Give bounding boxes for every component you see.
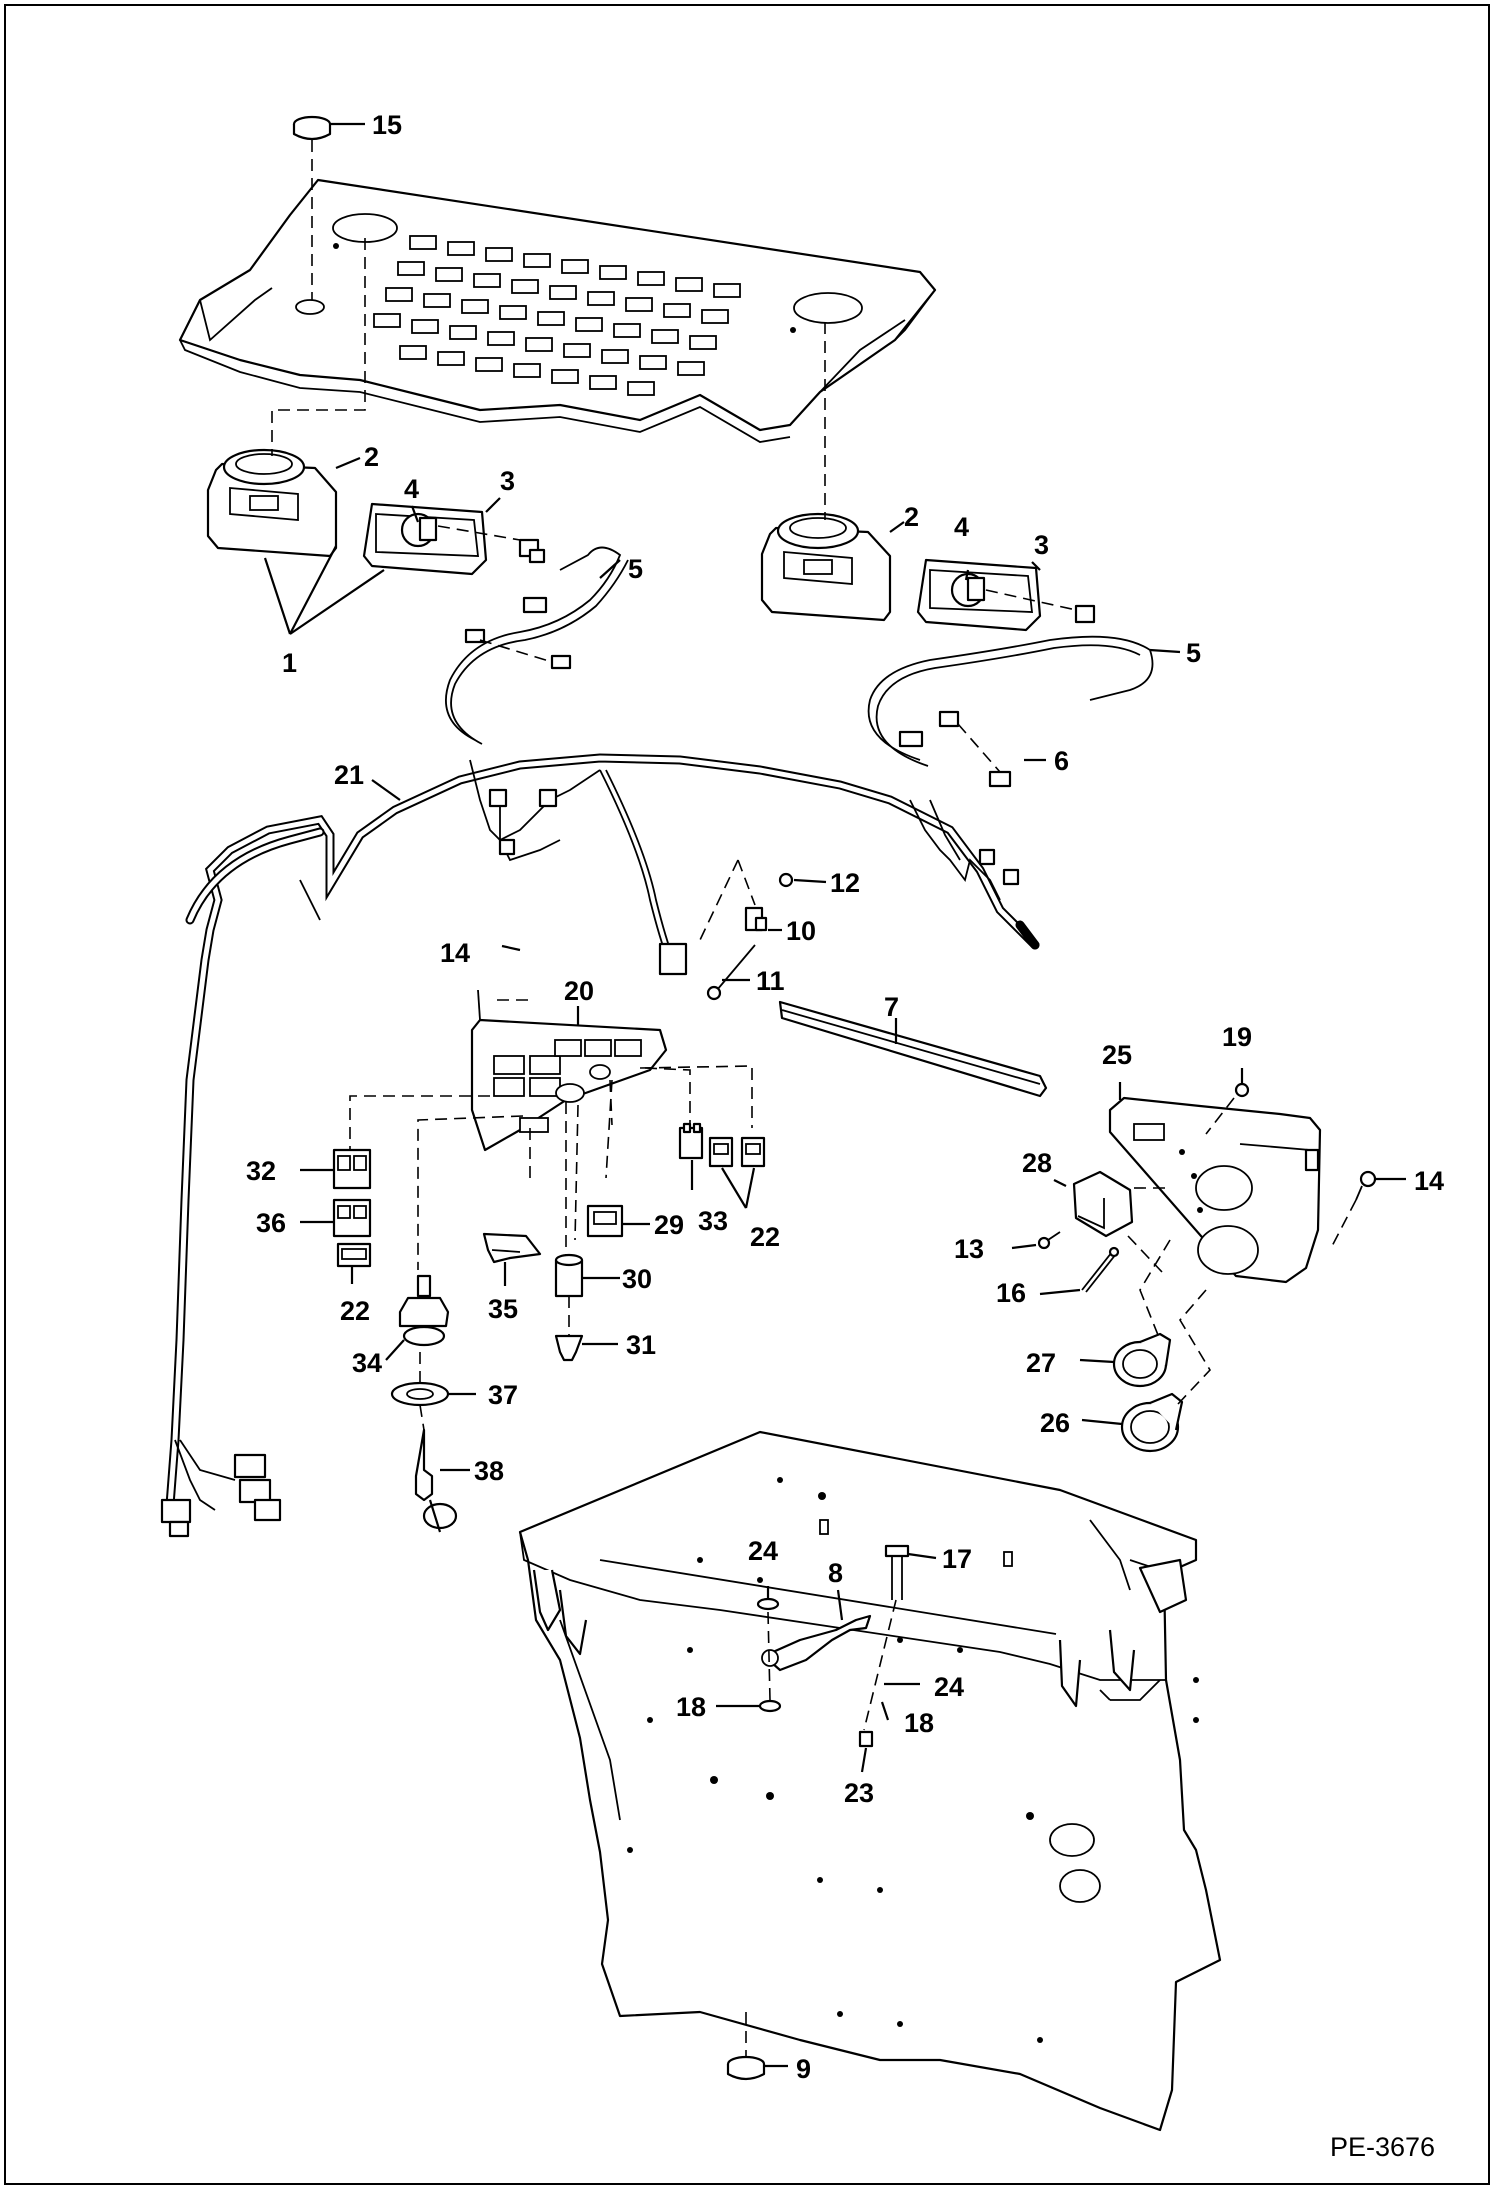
- callout-30: 30: [622, 1264, 652, 1294]
- callout-labels: 15 2 4 3 1 5 2 4 3 5 6 21 12 10 11 14 20…: [246, 110, 1444, 2162]
- overhead-panel: [178, 178, 937, 443]
- washer-18-left: [758, 1699, 782, 1713]
- callout-8: 8: [828, 1558, 843, 1588]
- gauge-panel-25: [1108, 1096, 1322, 1284]
- nut-23: [858, 1730, 874, 1748]
- callout-22-right: 22: [750, 1222, 780, 1252]
- callout-28: 28: [1022, 1148, 1052, 1178]
- clip-31: [554, 1334, 584, 1362]
- callout-21: 21: [334, 760, 364, 790]
- callout-2-left: 2: [364, 442, 379, 472]
- callout-1: 1: [282, 648, 297, 678]
- callout-35: 35: [488, 1294, 518, 1324]
- switch-36: [332, 1198, 372, 1238]
- wire-harness: [160, 546, 1154, 1538]
- callout-22-left: 22: [340, 1296, 370, 1326]
- callout-7: 7: [884, 992, 899, 1022]
- plug-15: [292, 115, 332, 141]
- callout-11: 11: [756, 966, 785, 996]
- callout-29: 29: [654, 1210, 684, 1240]
- callout-18-left: 18: [676, 1692, 706, 1722]
- screw-14-right: [1355, 1170, 1377, 1201]
- callout-25: 25: [1102, 1040, 1132, 1070]
- callout-15: 15: [372, 110, 402, 140]
- callout-5-right: 5: [1186, 638, 1201, 668]
- callout-2-right: 2: [904, 502, 919, 532]
- callout-14-right: 14: [1414, 1166, 1444, 1196]
- callout-34: 34: [352, 1348, 382, 1378]
- key-38: [414, 1428, 458, 1533]
- callout-32: 32: [246, 1156, 276, 1186]
- bracket-10: [744, 906, 768, 932]
- callout-3-left: 3: [500, 466, 515, 496]
- pin-16: [1081, 1246, 1120, 1293]
- wire-connectors-left: [437, 525, 572, 670]
- switch-35: [482, 1232, 542, 1264]
- callout-4-right: 4: [954, 512, 969, 542]
- callout-26: 26: [1040, 1408, 1070, 1438]
- callout-16: 16: [996, 1278, 1026, 1308]
- callout-12: 12: [830, 868, 860, 898]
- gauge-27: [1112, 1332, 1172, 1388]
- socket-30: [554, 1253, 584, 1298]
- callout-20: 20: [564, 976, 594, 1006]
- callout-31: 31: [626, 1330, 656, 1360]
- callout-24-left: 24: [748, 1536, 778, 1566]
- hourmeter-28: [1072, 1170, 1134, 1238]
- callout-36: 36: [256, 1208, 286, 1238]
- switch-32: [332, 1148, 372, 1190]
- callout-3-right: 3: [1034, 530, 1049, 560]
- callout-24-right: 24: [934, 1672, 964, 1702]
- switch-22-right: [708, 1136, 766, 1168]
- switch-33: [678, 1122, 704, 1160]
- callout-33: 33: [698, 1206, 728, 1236]
- switch-22-left: [336, 1242, 372, 1268]
- cover-strip-7: [778, 1000, 1048, 1098]
- callout-38: 38: [474, 1456, 504, 1486]
- switch-panel-20: [470, 989, 668, 1152]
- callout-4-left: 4: [404, 474, 419, 504]
- tie-11: [706, 944, 756, 1001]
- callout-37: 37: [488, 1380, 518, 1410]
- screw-13: [1037, 1231, 1061, 1250]
- leader-lines: [263, 122, 1406, 2068]
- callout-19: 19: [1222, 1022, 1252, 1052]
- bolt-17: [884, 1544, 910, 1600]
- callout-17: 17: [942, 1544, 972, 1574]
- callout-14-left: 14: [440, 938, 470, 968]
- screw-12: [778, 872, 794, 888]
- callout-5-left: 5: [628, 554, 643, 584]
- gauge-26: [1120, 1392, 1184, 1453]
- lamp-frame-left: [362, 502, 488, 576]
- assembly-lines: [271, 140, 826, 1001]
- drawing-border: [4, 4, 1490, 2185]
- cab-front-panel: [518, 1430, 1222, 2132]
- wire-connectors-right: [898, 589, 1096, 788]
- callout-23: 23: [844, 1778, 874, 1808]
- switch-29: [586, 1204, 624, 1238]
- harness-end-connectors: [160, 1439, 282, 1538]
- callout-27: 27: [1026, 1348, 1056, 1378]
- grommet-19: [1234, 1082, 1250, 1098]
- callout-13: 13: [954, 1234, 984, 1264]
- panel-louvers: [373, 235, 741, 396]
- light-housing-right: [760, 512, 892, 622]
- ignition-34: [398, 1274, 450, 1347]
- lamp-frame-right: [916, 558, 1042, 632]
- switch-panel-dashes: [349, 1065, 753, 1270]
- washer-24-left: [756, 1597, 780, 1611]
- light-housing-left: [206, 448, 338, 558]
- drawing-code: PE-3676: [1330, 2132, 1435, 2162]
- callout-9: 9: [796, 2054, 811, 2084]
- callout-10: 10: [786, 916, 816, 946]
- ground-strap-8: [761, 1614, 872, 1672]
- callout-18-right: 18: [904, 1708, 934, 1738]
- plug-9: [726, 2055, 766, 2081]
- nut-37: [390, 1381, 450, 1407]
- callout-6: 6: [1054, 746, 1069, 776]
